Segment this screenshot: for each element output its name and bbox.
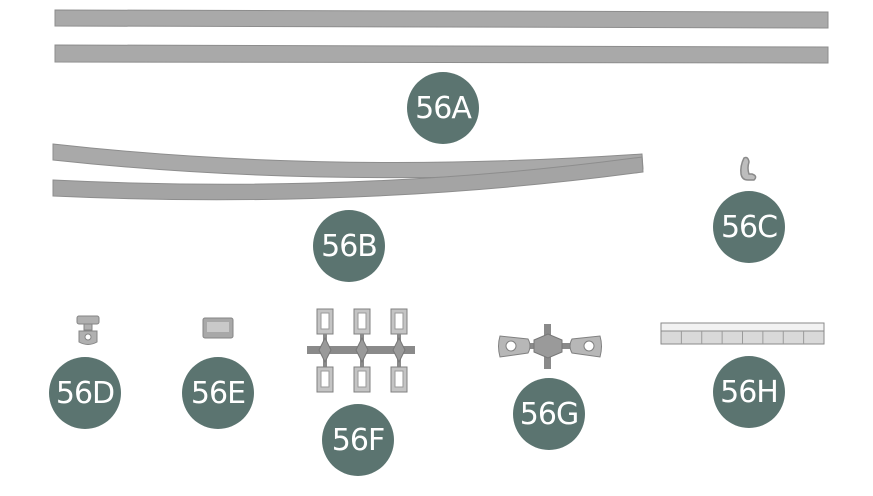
badge-56c: 56C [713, 191, 785, 263]
part-56b-curved-strips [52, 143, 644, 201]
part-56c-hook [740, 156, 757, 181]
badge-56g: 56G [513, 378, 585, 450]
part-56e-bracket [202, 317, 234, 339]
badge-56b: 56B [313, 210, 385, 282]
badge-56d: 56D [49, 357, 121, 429]
part-56g-connector-sprue [498, 324, 602, 369]
clip-slot [357, 370, 367, 388]
clip-slot [320, 312, 330, 330]
clip-joint [318, 336, 332, 364]
badge-56e: 56E [182, 357, 254, 429]
clip-slot [320, 370, 330, 388]
badge-56a: 56A [407, 72, 479, 144]
clip-slot [357, 312, 367, 330]
part-56f-clip-sprue [307, 308, 415, 393]
part-56h-segmented-strip [660, 322, 825, 345]
clip-slot [394, 370, 404, 388]
clip-slot [394, 312, 404, 330]
part-56d-buckle [76, 315, 100, 345]
badge-56f: 56F [322, 404, 394, 476]
clip-joint [355, 336, 369, 364]
badge-56h: 56H [713, 356, 785, 428]
clip-joint [392, 336, 406, 364]
part-56a-strips [54, 9, 829, 64]
